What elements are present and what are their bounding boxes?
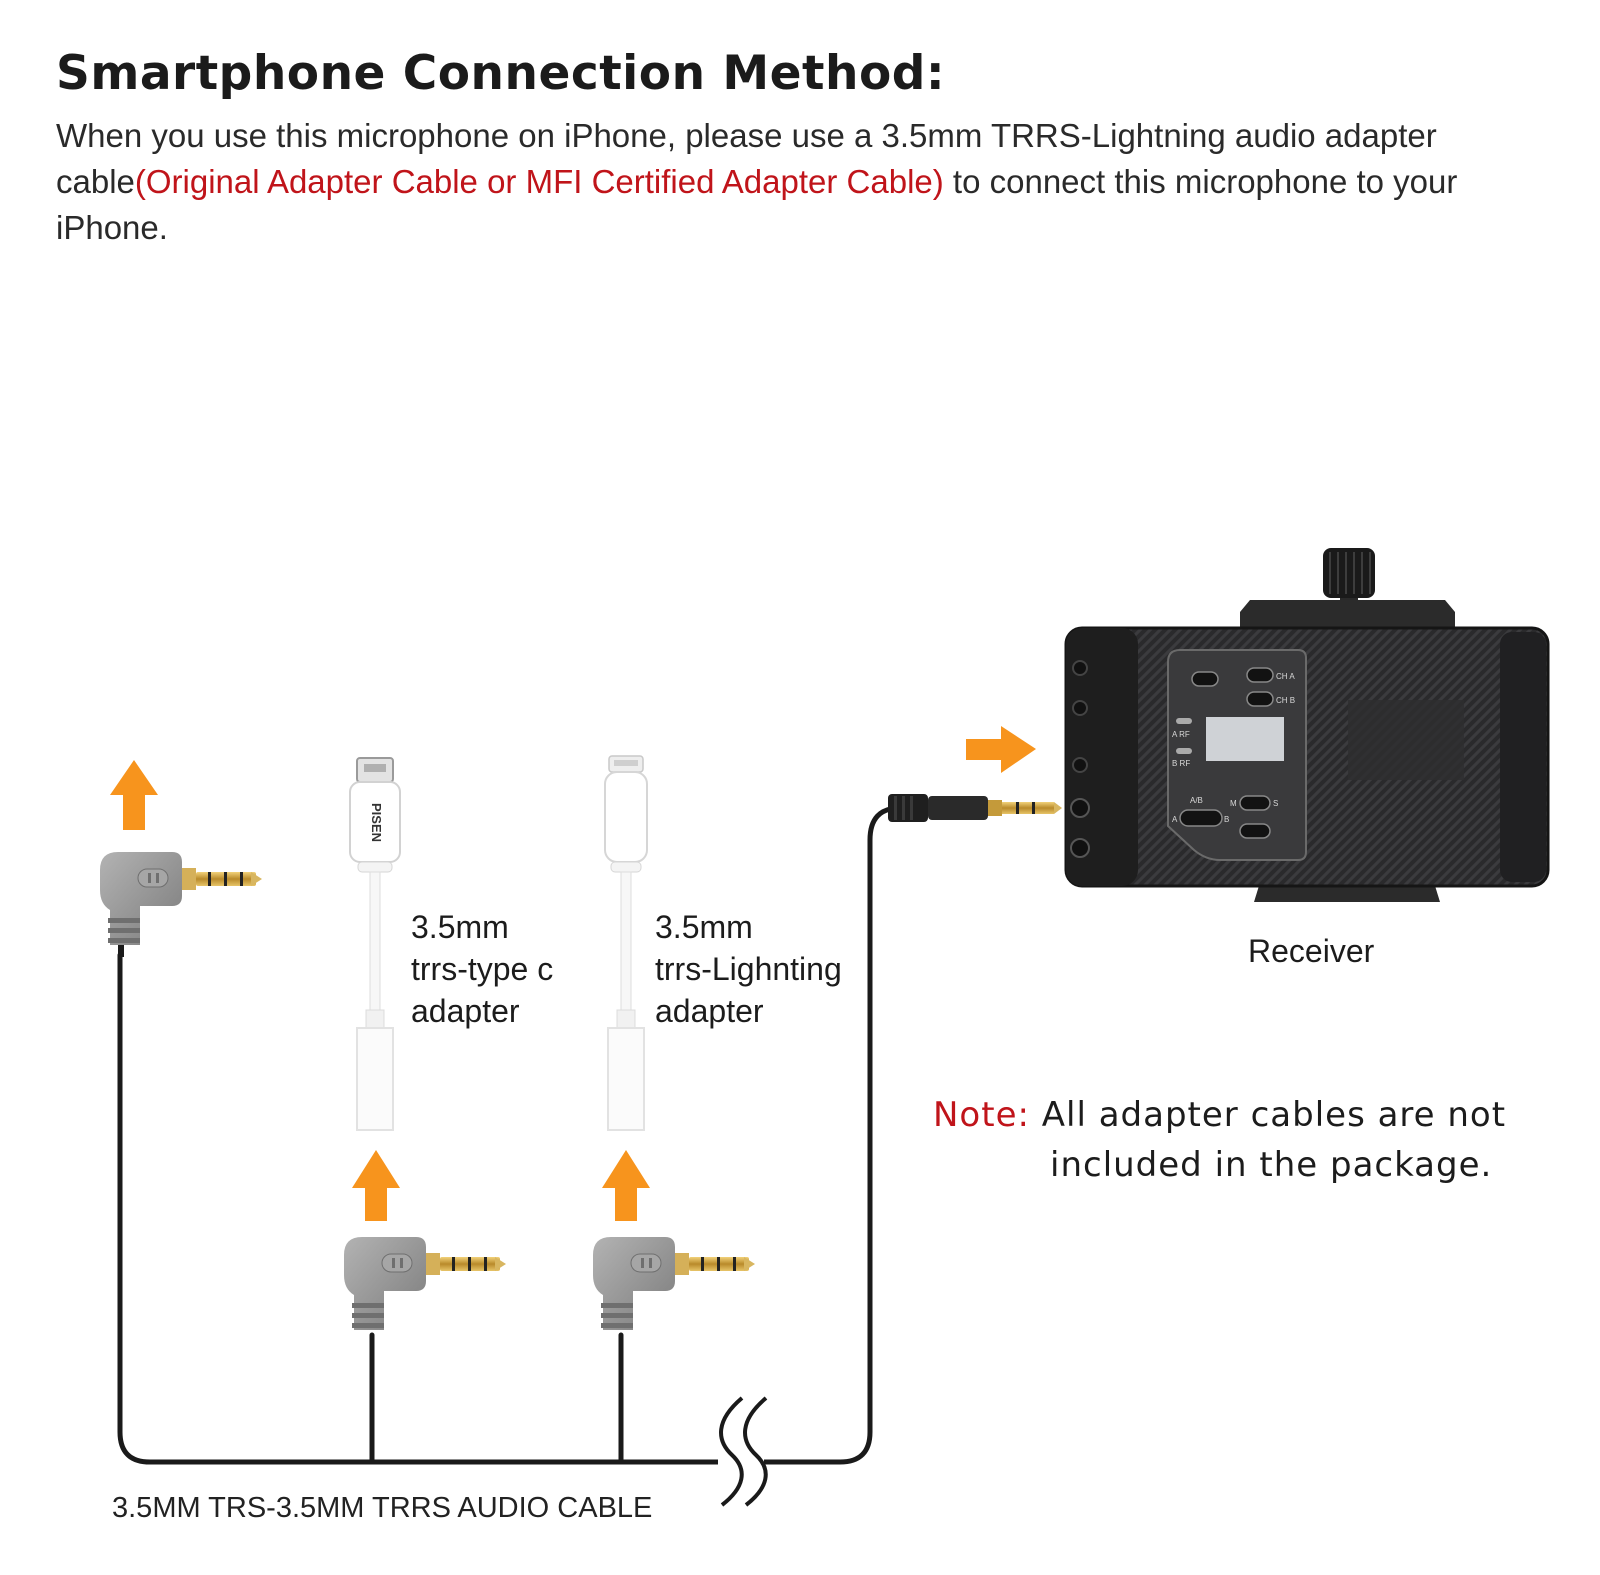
note-prefix: Note: — [933, 1095, 1030, 1135]
lcd-screen — [1206, 717, 1284, 761]
panel-label-m: M — [1230, 799, 1237, 808]
page-title: Smartphone Connection Method: — [56, 46, 946, 101]
panel-label-s: S — [1273, 799, 1278, 808]
ch-a-button — [1246, 667, 1274, 683]
typec-label-line3: adapter — [411, 993, 520, 1029]
ms-switch — [1239, 795, 1271, 811]
typec-adapter-icon: PISEN — [349, 757, 401, 1131]
arrow-right-icon — [966, 726, 1036, 773]
intro-text-end: to connect this microphone to your iPhon… — [56, 163, 1458, 246]
trrs-plug-icon — [344, 1237, 506, 1330]
svg-text:PISEN: PISEN — [369, 803, 384, 842]
receiver-label: Receiver — [1248, 933, 1375, 969]
lightning-adapter-label: 3.5mm trrs-Lighnting adapter — [655, 906, 842, 1032]
arrow-up-icon — [110, 760, 158, 830]
lightning-label-line2: trrs-Lighnting — [655, 951, 842, 987]
ab-switch — [1179, 809, 1223, 827]
typec-label-line2: trrs-type c — [411, 951, 554, 987]
mode-switch — [1239, 823, 1271, 839]
panel-label-ch-b: CH B — [1276, 696, 1295, 705]
panel-label-ab: A/B — [1190, 796, 1203, 805]
arrow-up-icon — [602, 1150, 650, 1221]
note-line2: included in the package. — [1050, 1145, 1493, 1185]
typec-label-line1: 3.5mm — [411, 909, 509, 945]
trrs-plug-icon — [593, 1237, 755, 1330]
panel-label-b: B — [1224, 815, 1229, 824]
panel-label-a: A — [1172, 815, 1178, 824]
intro-highlight: (Original Adapter Cable or MFI Certified… — [134, 163, 944, 200]
trrs-plug-icon — [100, 852, 262, 957]
cable-break-icon — [718, 1395, 768, 1507]
receiver-device: CH A CH B A RF B RF A/B A B M S — [1064, 548, 1550, 902]
power-button — [1191, 671, 1219, 687]
intro-text: When you use this microphone on iPhone, … — [56, 117, 1437, 200]
arrow-up-icon — [352, 1150, 400, 1221]
audio-cable — [117, 805, 933, 1465]
straight-plug-icon — [888, 794, 1062, 822]
intro-paragraph: When you use this microphone on iPhone, … — [56, 113, 1516, 251]
note-line1: All adapter cables are not — [1041, 1095, 1507, 1135]
ch-b-button — [1246, 691, 1274, 707]
lightning-adapter-icon — [604, 755, 648, 1131]
panel-label-a-rf: A RF — [1172, 730, 1190, 739]
lightning-label-line1: 3.5mm — [655, 909, 753, 945]
note-text: Note: All adapter cables are not include… — [933, 1090, 1506, 1190]
typec-adapter-label: 3.5mm trrs-type c adapter — [411, 906, 553, 1032]
panel-label-ch-a: CH A — [1276, 672, 1295, 681]
panel-label-b-rf: B RF — [1172, 759, 1190, 768]
lightning-label-line3: adapter — [655, 993, 764, 1029]
cable-label: 3.5MM TRS-3.5MM TRRS AUDIO CABLE — [112, 1492, 653, 1524]
